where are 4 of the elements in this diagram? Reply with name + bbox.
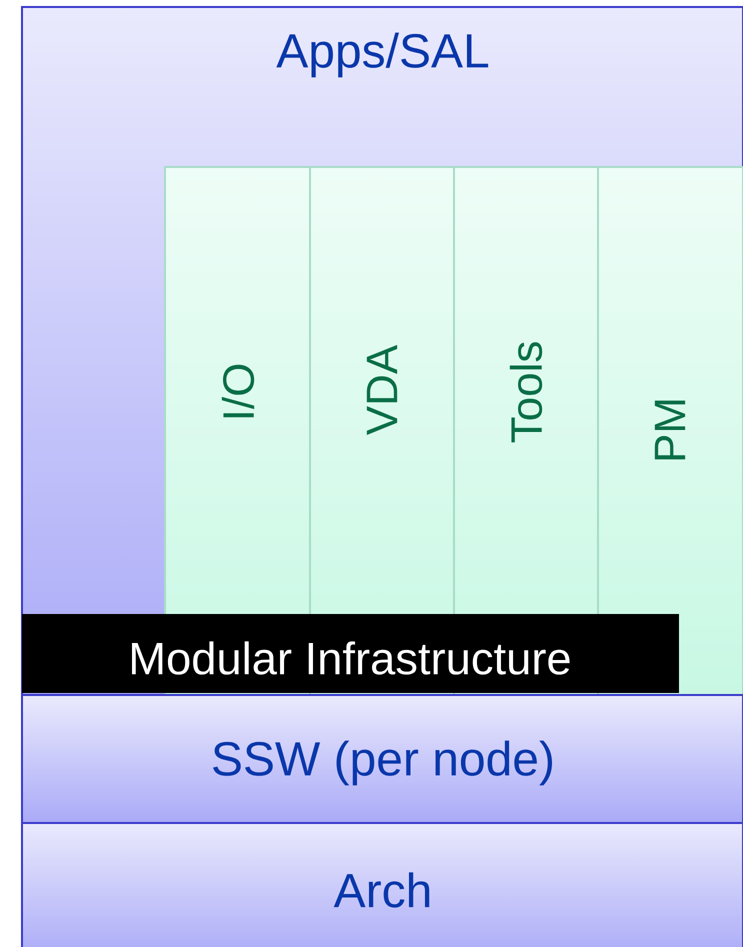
layer-box: SSW (per node) (21, 694, 743, 824)
infrastructure-bar: Modular Infrastructure (22, 614, 679, 693)
layer-box: Arch (21, 822, 743, 947)
column-box: PM (597, 166, 743, 696)
